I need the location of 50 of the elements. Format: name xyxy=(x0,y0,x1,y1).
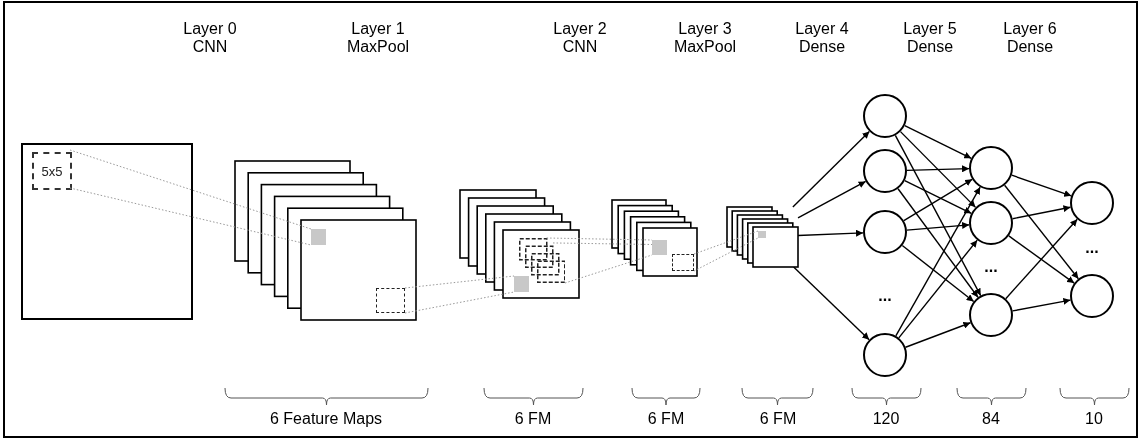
layer-size-label: 6 FM xyxy=(759,410,797,428)
layer-size-label: 120 xyxy=(872,410,900,428)
kernel-window xyxy=(376,288,405,313)
arrow xyxy=(899,130,977,209)
projection-line xyxy=(552,242,653,245)
layer-title: Layer 0 CNN xyxy=(182,20,238,56)
layer-title: Layer 2 CNN xyxy=(552,20,608,56)
arrow xyxy=(903,178,973,222)
layer-title: Layer 5 Dense xyxy=(902,20,958,56)
layer-title: Layer 6 Dense xyxy=(1002,20,1058,56)
arrow xyxy=(898,239,978,339)
feature-map-stack xyxy=(235,161,416,320)
feature-map-stack xyxy=(727,207,798,267)
feature-map-stack xyxy=(612,200,697,276)
layer-size-label: 6 Feature Maps xyxy=(269,410,383,428)
layer-title: Layer 4 Dense xyxy=(794,20,850,56)
kernel-windows-drawing xyxy=(519,238,565,283)
projection-line xyxy=(693,237,759,272)
ellipsis: ... xyxy=(878,288,892,304)
layer-size-label: 6 FM xyxy=(647,410,685,428)
highlighted-pixel xyxy=(758,231,766,238)
input-image-box xyxy=(21,143,193,320)
kernel-window xyxy=(32,152,72,190)
projection-line xyxy=(546,237,653,241)
arrow xyxy=(792,130,871,208)
projection-line xyxy=(69,187,312,246)
kernel-window xyxy=(672,254,694,271)
ellipsis: ... xyxy=(1085,240,1099,256)
highlighted-pixel xyxy=(311,229,326,245)
feature-map-stack xyxy=(460,190,579,298)
arrow xyxy=(1008,235,1075,284)
arrow xyxy=(792,266,870,341)
projection-line xyxy=(693,230,759,255)
projection-line xyxy=(404,291,515,314)
layer-title: Layer 1 MaxPool xyxy=(345,20,411,56)
arrow xyxy=(901,244,975,303)
arrow xyxy=(1005,218,1078,300)
arrow xyxy=(906,221,970,231)
layer-title: Layer 3 MaxPool xyxy=(672,20,738,56)
arrow xyxy=(906,165,970,173)
layer-size-label: 84 xyxy=(982,410,1000,428)
ellipsis: ... xyxy=(984,259,998,275)
arrow xyxy=(897,188,979,298)
layer-size-label: 6 FM xyxy=(514,410,552,428)
kernel-size-label: 5x5 xyxy=(41,164,63,178)
layer-size-label: 10 xyxy=(1085,410,1103,428)
highlighted-pixel xyxy=(514,276,529,292)
arrow xyxy=(1003,184,1080,280)
projection-line xyxy=(404,275,515,289)
highlighted-pixel xyxy=(652,240,667,255)
